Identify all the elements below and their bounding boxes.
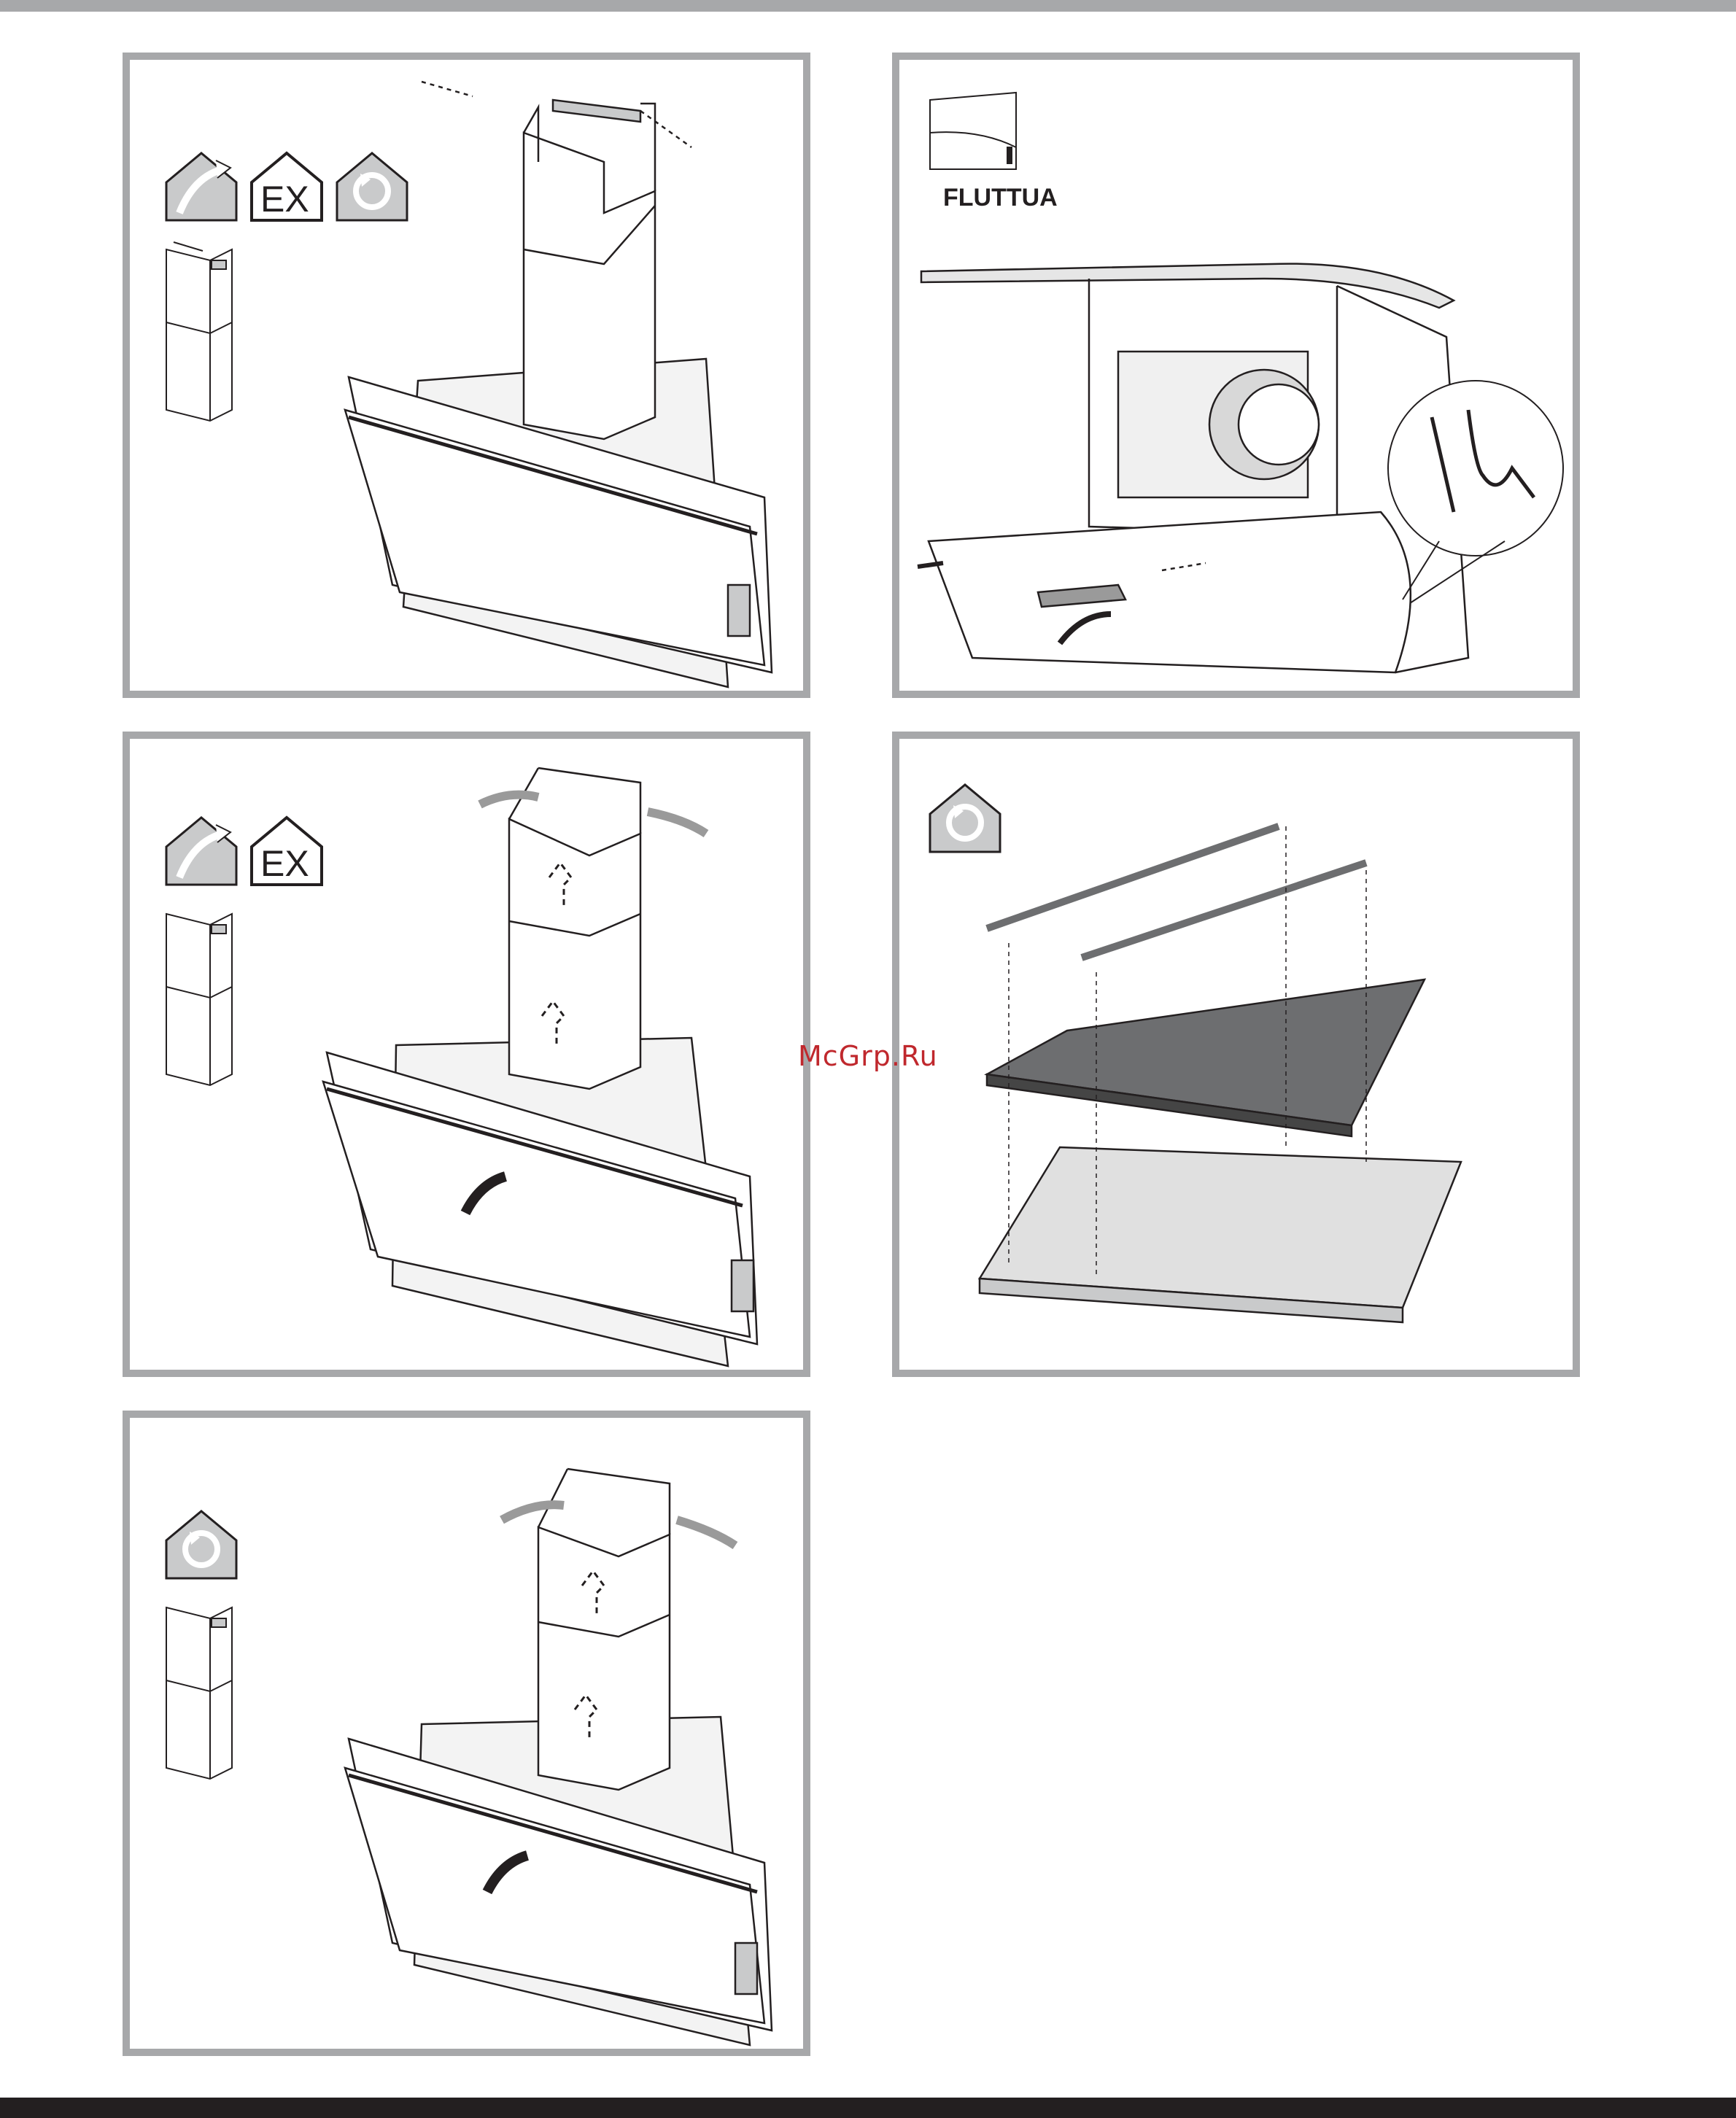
detail-magnifier bbox=[1388, 381, 1563, 603]
svg-text:EX: EX bbox=[260, 179, 309, 220]
panel-5 bbox=[123, 1411, 810, 2056]
panel-3-illustration: EX bbox=[130, 739, 803, 1370]
panel-3: EX bbox=[123, 732, 810, 1377]
chimney-small-icon bbox=[166, 1607, 232, 1779]
svg-text:EX: EX bbox=[260, 843, 309, 884]
panel-2: FLUTTUA bbox=[892, 53, 1580, 698]
panel-1-illustration: EX bbox=[130, 60, 803, 691]
panel-2-illustration: FLUTTUA bbox=[899, 60, 1573, 691]
recirculation-icon bbox=[166, 1511, 236, 1578]
bottom-bar bbox=[0, 2098, 1736, 2118]
recirculation-icon bbox=[930, 785, 1000, 852]
hood-open-illustration bbox=[918, 264, 1468, 672]
ducting-icon bbox=[166, 818, 236, 885]
fluttua-icon bbox=[930, 93, 1016, 169]
hood-illustration bbox=[345, 82, 772, 687]
ex-icon: EX bbox=[252, 153, 322, 220]
ex-icon: EX bbox=[252, 818, 322, 885]
fluttua-label: FLUTTUA bbox=[943, 184, 1058, 212]
recirculation-icon bbox=[337, 153, 407, 220]
panel-1: EX bbox=[123, 53, 810, 698]
hood-illustration bbox=[323, 768, 757, 1366]
top-bar bbox=[0, 0, 1736, 12]
panel-4 bbox=[892, 732, 1580, 1377]
chimney-small-icon bbox=[166, 914, 232, 1085]
watermark: McGrp.Ru bbox=[798, 1040, 938, 1072]
panel-4-illustration bbox=[899, 739, 1573, 1370]
chimney-small-icon bbox=[166, 242, 232, 421]
panel-5-illustration bbox=[130, 1418, 803, 2049]
ducting-icon bbox=[166, 153, 236, 220]
hood-illustration bbox=[345, 1469, 772, 2045]
filter-illustration bbox=[980, 826, 1461, 1322]
